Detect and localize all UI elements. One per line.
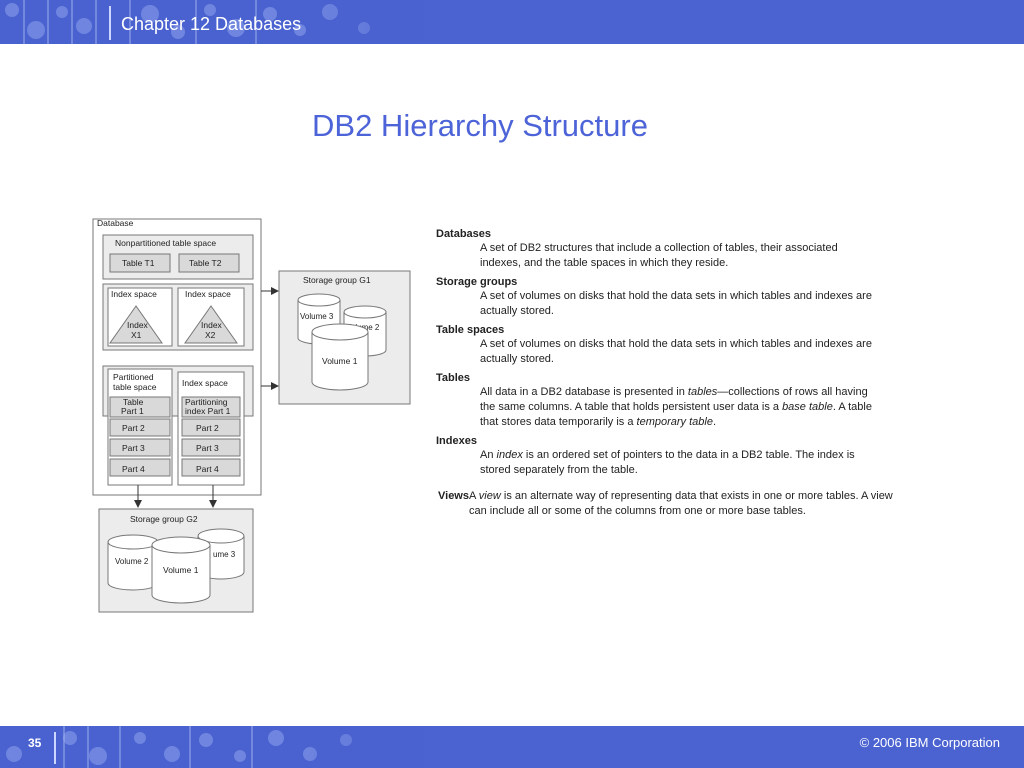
- index-space-label-1: Index space: [111, 289, 157, 299]
- definition-indexes: Indexes An index is an ordered set of po…: [436, 435, 916, 478]
- index-part2: Part 2: [196, 423, 219, 433]
- index-space-label-2: Index space: [185, 289, 231, 299]
- nonpartitioned-table-space: Nonpartitioned table space Table T1 Tabl…: [102, 234, 254, 280]
- index-part3: Part 3: [196, 443, 219, 453]
- text-table-spaces: A set of volumes on disks that hold the …: [480, 338, 872, 365]
- term-databases: Databases: [436, 228, 492, 240]
- indexes-em-1: index: [496, 449, 523, 461]
- text-tables: All data in a DB2 database is presented …: [436, 385, 916, 430]
- table-t2: Table T2: [189, 258, 222, 268]
- copyright: © 2006 IBM Corporation: [859, 735, 1000, 750]
- g1-volume3-label: Volume 3: [300, 312, 334, 321]
- views-text-2: is an alternate way of representing data…: [469, 490, 893, 517]
- partitioned-label-line2: table space: [113, 382, 157, 392]
- indexes-text-1: An: [480, 449, 497, 461]
- page-number: 35: [28, 736, 42, 750]
- tables-em-2: base table: [782, 401, 833, 413]
- index-part4: Part 4: [196, 464, 219, 474]
- text-views: A view is an alternate way of representi…: [469, 489, 916, 519]
- table-part3: Part 3: [122, 443, 145, 453]
- partitioning-index-line1: Partitioning: [185, 397, 228, 407]
- storage-group-g2: Storage group G2 Volume 2 ume 3 Volume 1: [98, 508, 254, 613]
- tables-em-1: tables: [687, 386, 718, 398]
- term-views: Views: [438, 490, 469, 502]
- g2-volume3-label: ume 3: [213, 550, 236, 559]
- index-space-label-3: Index space: [182, 378, 228, 388]
- index-x1-label-line1: Index: [127, 320, 149, 330]
- text-indexes: An index is an ordered set of pointers t…: [436, 448, 916, 478]
- table-part4: Part 4: [122, 464, 145, 474]
- g1-volume1-label: Volume 1: [322, 356, 358, 366]
- definition-views: Views A view is an alternate way of repr…: [436, 489, 916, 519]
- definitions-list: Databases A set of DB2 structures that i…: [436, 228, 916, 524]
- text-databases: A set of DB2 structures that include a c…: [480, 242, 838, 269]
- index-x2-label-line1: Index: [201, 320, 223, 330]
- definition-databases: Databases A set of DB2 structures that i…: [436, 228, 916, 271]
- partitioning-index-space: Index space Partitioning index Part 1 Pa…: [177, 371, 245, 486]
- views-text-1: A: [469, 490, 479, 502]
- table-part1-line1: Table: [123, 397, 144, 407]
- partitioning-index-line2: index Part 1: [185, 406, 231, 416]
- storage-group-g2-label: Storage group G2: [130, 514, 198, 524]
- tables-text-1: All data in a DB2 database is presented …: [480, 386, 688, 398]
- header-divider: [109, 6, 111, 40]
- tables-text-4: .: [712, 416, 717, 428]
- footer-bar: 35 © 2006 IBM Corporation: [0, 726, 1024, 768]
- db2-hierarchy-diagram: Database Nonpartitioned table space Tabl…: [92, 218, 411, 613]
- database-label: Database: [97, 218, 134, 228]
- header-gradient: [300, 0, 1024, 44]
- partitioned-label-line1: Partitioned: [113, 372, 154, 382]
- g2-volume2-label: Volume 2: [115, 557, 149, 566]
- definition-table-spaces: Table spaces A set of volumes on disks t…: [436, 324, 916, 367]
- slide-title-wrap: DB2 Hierarchy Structure: [0, 108, 960, 144]
- footer-divider: [54, 732, 56, 764]
- slide-title: DB2 Hierarchy Structure: [312, 108, 648, 143]
- header-bar: Chapter 12 Databases: [0, 0, 1024, 44]
- table-part2: Part 2: [122, 423, 145, 433]
- footer-gradient: [300, 726, 1024, 768]
- tables-text-3: . A table that stores data temporarily i…: [480, 401, 872, 428]
- storage-group-g1-label: Storage group G1: [303, 275, 371, 285]
- tables-em-3: temporary table: [636, 416, 713, 428]
- term-indexes: Indexes: [436, 435, 477, 447]
- definition-tables: Tables All data in a DB2 database is pre…: [436, 372, 916, 430]
- index-x2-label-line2: X2: [205, 330, 216, 340]
- term-table-spaces: Table spaces: [436, 324, 505, 336]
- definition-storage-groups: Storage groups A set of volumes on disks…: [436, 276, 916, 319]
- term-tables: Tables: [436, 372, 471, 384]
- table-t1: Table T1: [122, 258, 155, 268]
- tables-text-2: —collections of rows all having the same…: [480, 386, 868, 413]
- index-x1-label-line2: X1: [131, 330, 142, 340]
- text-storage-groups: A set of volumes on disks that hold the …: [480, 290, 872, 317]
- table-part1-line2: Part 1: [121, 406, 144, 416]
- indexes-text-2: is an ordered set of pointers to the dat…: [480, 449, 855, 476]
- nonpartitioned-label: Nonpartitioned table space: [115, 238, 216, 248]
- storage-group-g1: Storage group G1 Volume 3 Volume 2 Volum…: [278, 270, 411, 405]
- views-em-1: view: [478, 490, 501, 502]
- index-space-x2: Index space Index X2: [177, 287, 245, 347]
- term-storage-groups: Storage groups: [436, 276, 518, 288]
- chapter-title: Chapter 12 Databases: [121, 14, 302, 34]
- g2-volume1-label: Volume 1: [163, 565, 199, 575]
